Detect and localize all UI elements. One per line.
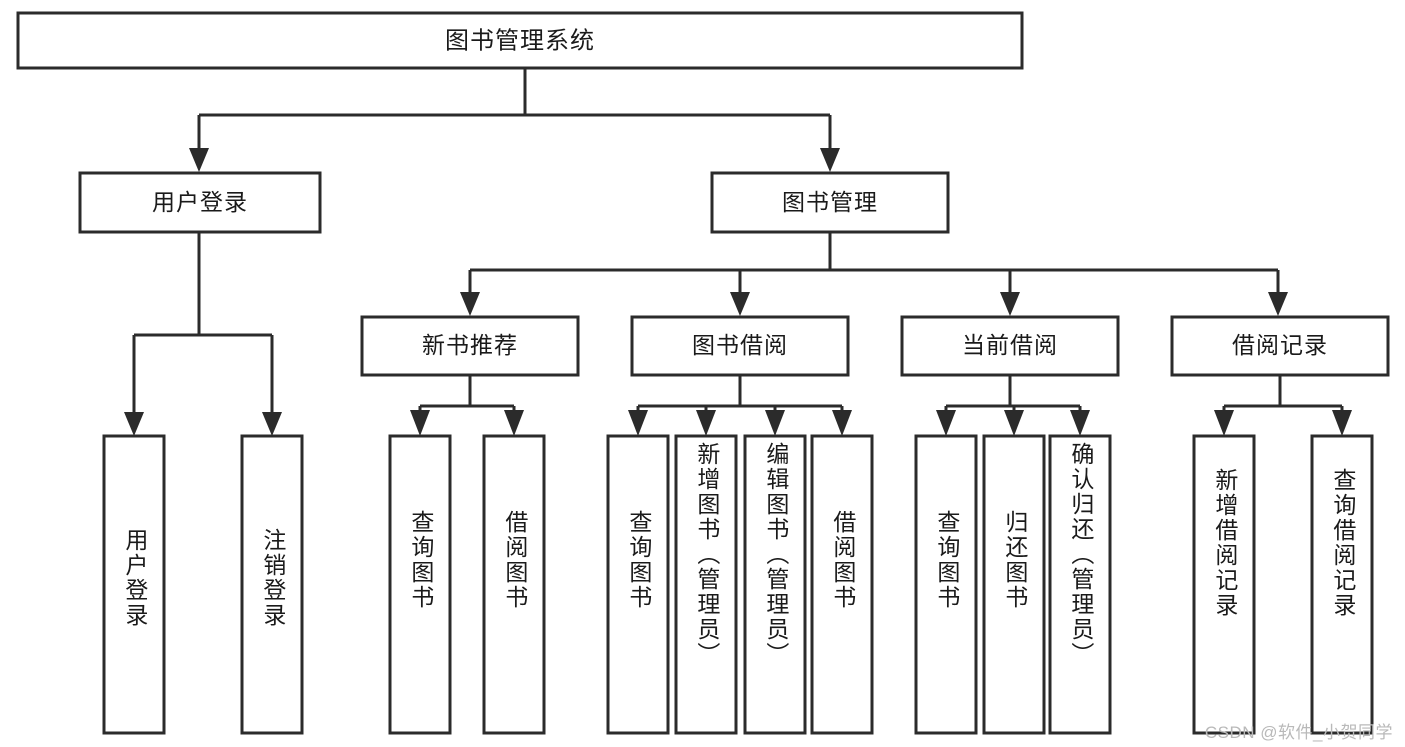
- leaf-user-login-box[interactable]: [102, 434, 166, 735]
- arrow-leaf-borrow-book-1: [504, 410, 524, 436]
- borrow-record-box: [1170, 315, 1390, 377]
- book-manage-label: 图书管理: [782, 189, 878, 215]
- watermark: CSDN @软件_小贺同学: [1204, 723, 1393, 742]
- arrow-leaf-query-borrow-record: [1332, 410, 1352, 436]
- user-login-label: 用户登录: [152, 189, 248, 215]
- new-book-recommend-label: 新书推荐: [422, 332, 518, 358]
- node-borrow-record[interactable]: 借阅记录: [1170, 315, 1390, 377]
- leaf-borrow-book-1-box[interactable]: [482, 434, 546, 735]
- new-book-recommend-box: [360, 315, 580, 377]
- leaf-add-book-admin-box[interactable]: [674, 434, 738, 735]
- arrow-to-new-book-recommend: [460, 292, 480, 316]
- arrow-leaf-edit-book-admin: [765, 410, 785, 436]
- arrow-leaf-query-book-3: [936, 410, 956, 436]
- node-current-borrow[interactable]: 当前借阅: [900, 315, 1120, 377]
- node-book-borrow[interactable]: 图书借阅: [630, 315, 850, 377]
- borrow-record-label: 借阅记录: [1232, 332, 1328, 358]
- node-book-manage[interactable]: 图书管理: [710, 171, 950, 234]
- leaf-return-book-box[interactable]: [982, 434, 1046, 735]
- arrow-leaf-query-book-2: [628, 410, 648, 436]
- leaf-query-book-2-box[interactable]: [606, 434, 670, 735]
- arrow-leaf-add-book-admin: [696, 410, 716, 436]
- current-borrow-box: [900, 315, 1120, 377]
- arrow-to-book-borrow: [730, 292, 750, 316]
- arrow-to-book-manage: [820, 148, 840, 172]
- arrow-to-current-borrow: [1000, 292, 1020, 316]
- arrow-leaf-user-login: [124, 412, 144, 436]
- node-user-login[interactable]: 用户登录: [78, 171, 322, 234]
- arrow-leaf-query-book-1: [410, 410, 430, 436]
- root-box: [16, 11, 1024, 70]
- leaf-query-book-1-box[interactable]: [388, 434, 452, 735]
- leaf-confirm-return-admin-box[interactable]: [1048, 434, 1112, 735]
- arrow-leaf-borrow-book-2: [832, 410, 852, 436]
- arrow-leaf-return-book: [1004, 410, 1024, 436]
- arrow-leaf-add-borrow-record: [1214, 410, 1234, 436]
- node-new-book-recommend[interactable]: 新书推荐: [360, 315, 580, 377]
- leaf-query-book-3-box[interactable]: [914, 434, 978, 735]
- arrow-leaf-logout-login: [262, 412, 282, 436]
- node-root[interactable]: 图书管理系统: [16, 11, 1024, 70]
- root-label: 图书管理系统: [445, 27, 595, 54]
- leaf-borrow-book-2-box[interactable]: [810, 434, 874, 735]
- leaf-edit-book-admin-box[interactable]: [743, 434, 807, 735]
- arrow-leaf-confirm-return-admin: [1070, 410, 1090, 436]
- book-borrow-label: 图书借阅: [692, 332, 788, 358]
- arrow-to-user-login: [189, 148, 209, 172]
- book-manage-box: [710, 171, 950, 234]
- leaf-query-borrow-record-box[interactable]: [1310, 434, 1374, 735]
- leaf-logout-login-box[interactable]: [240, 434, 304, 735]
- book-borrow-box: [630, 315, 850, 377]
- leaf-add-borrow-record-box[interactable]: [1192, 434, 1256, 735]
- current-borrow-label: 当前借阅: [962, 332, 1058, 358]
- arrow-to-borrow-record: [1268, 292, 1288, 316]
